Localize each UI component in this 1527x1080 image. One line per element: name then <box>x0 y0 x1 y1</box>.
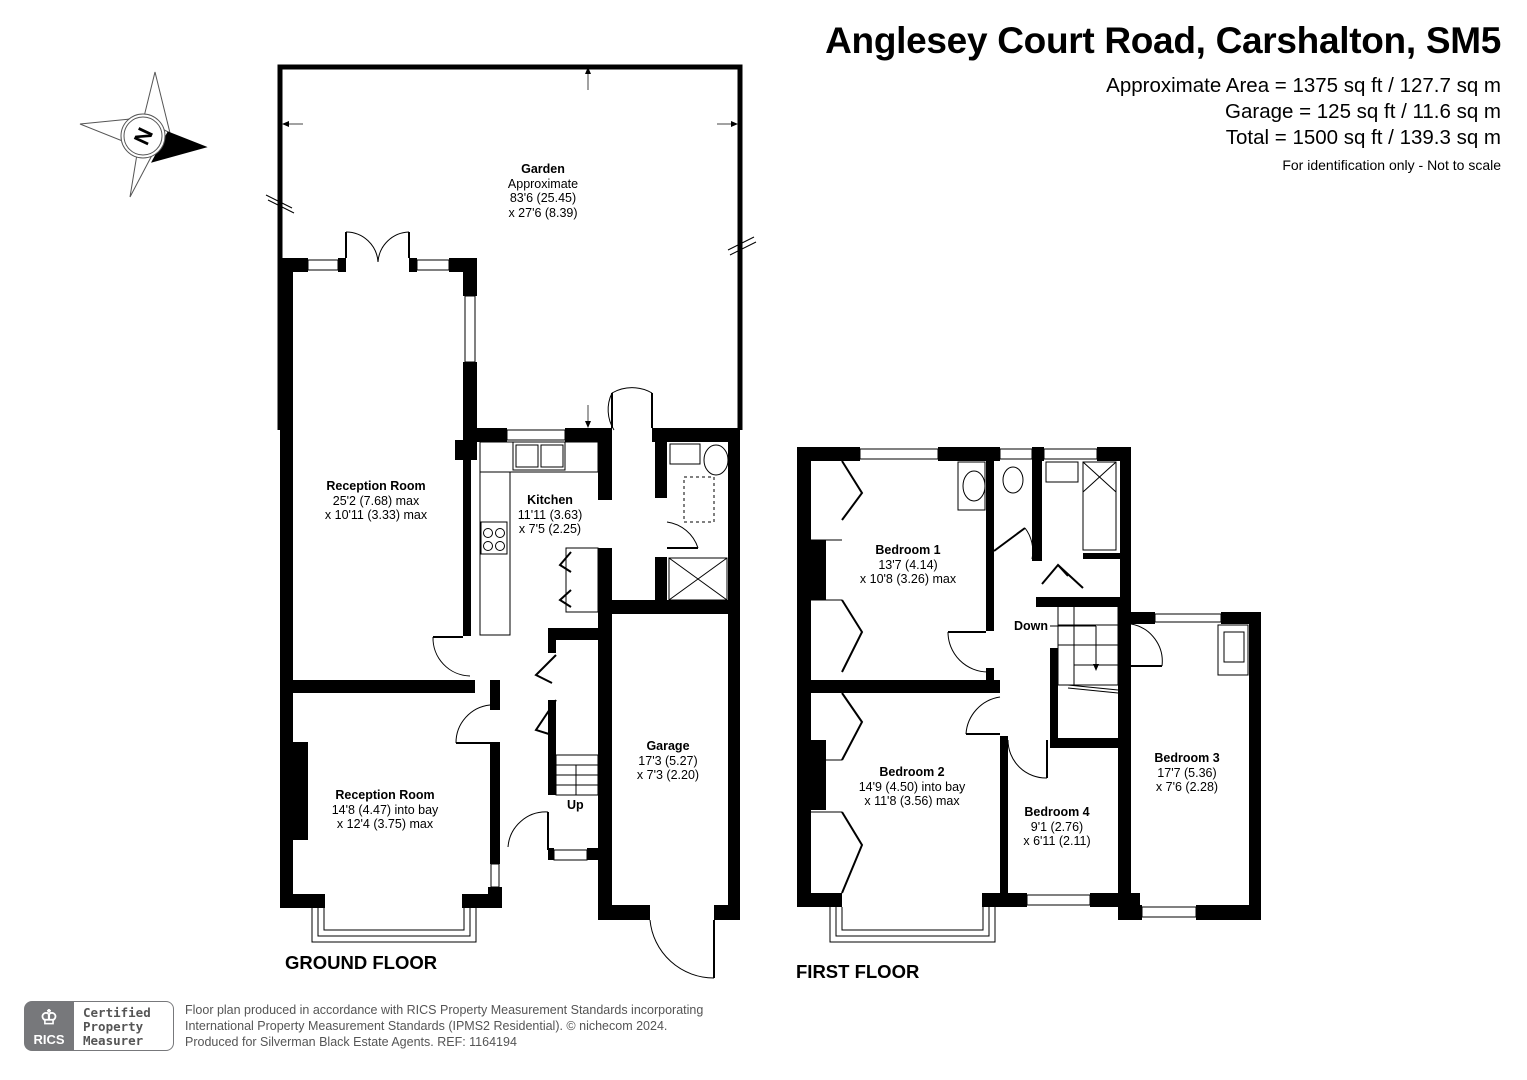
footer-disclaimer: Floor plan produced in accordance with R… <box>185 1003 704 1049</box>
north-compass-icon: N <box>79 71 208 198</box>
area-summary: Approximate Area = 1375 sq ft / 127.7 sq… <box>1106 73 1501 176</box>
footer: ♔ RICS Certified Property Measurer Floor… <box>24 1001 703 1051</box>
property-title: Anglesey Court Road, Carshalton, SM5 <box>825 20 1501 61</box>
scale-note: For identification only - Not to scale <box>1282 157 1501 173</box>
rics-lion-icon: ♔ <box>40 1007 58 1029</box>
garage-area: Garage = 125 sq ft / 11.6 sq m <box>1225 100 1501 123</box>
ground-floor-label: GROUND FLOOR <box>285 952 438 973</box>
room-label-kitchen: Kitchen 11'11 (3.63) x 7'5 (2.25) <box>517 493 583 536</box>
first-floor-label: FIRST FLOOR <box>796 961 920 982</box>
stairs-up-label: Up <box>567 798 584 812</box>
room-label-bedroom-3: Bedroom 3 17'7 (5.36) x 7'6 (2.28) <box>1154 751 1220 794</box>
room-label-bedroom-4: Bedroom 4 9'1 (2.76) x 6'11 (2.11) <box>1023 805 1091 848</box>
room-label-garden: Garden Approximate 83'6 (25.45) x 27'6 (… <box>507 162 579 220</box>
total-area: Total = 1500 sq ft / 139.3 sq m <box>1225 126 1501 149</box>
room-label-bedroom-2: Bedroom 2 14'9 (4.50) into bay x 11'8 (3… <box>858 765 966 808</box>
rics-logo: ♔ RICS <box>24 1001 74 1051</box>
certified-measurer-badge: Certified Property Measurer <box>74 1001 174 1051</box>
room-label-bedroom-1: Bedroom 1 13'7 (4.14) x 10'8 (3.26) max <box>859 543 957 586</box>
ground-floor-plan <box>265 64 757 979</box>
room-label-rear-reception: Reception Room 25'2 (7.68) max x 10'11 (… <box>324 479 428 522</box>
approximate-area: Approximate Area = 1375 sq ft / 127.7 sq… <box>1106 74 1501 97</box>
room-label-garage: Garage 17'3 (5.27) x 7'3 (2.20) <box>636 739 700 782</box>
first-floor-plan <box>797 447 1261 943</box>
stairs-down-label: Down <box>1014 619 1049 633</box>
room-label-front-reception: Reception Room 14'8 (4.47) into bay x 12… <box>331 788 439 831</box>
